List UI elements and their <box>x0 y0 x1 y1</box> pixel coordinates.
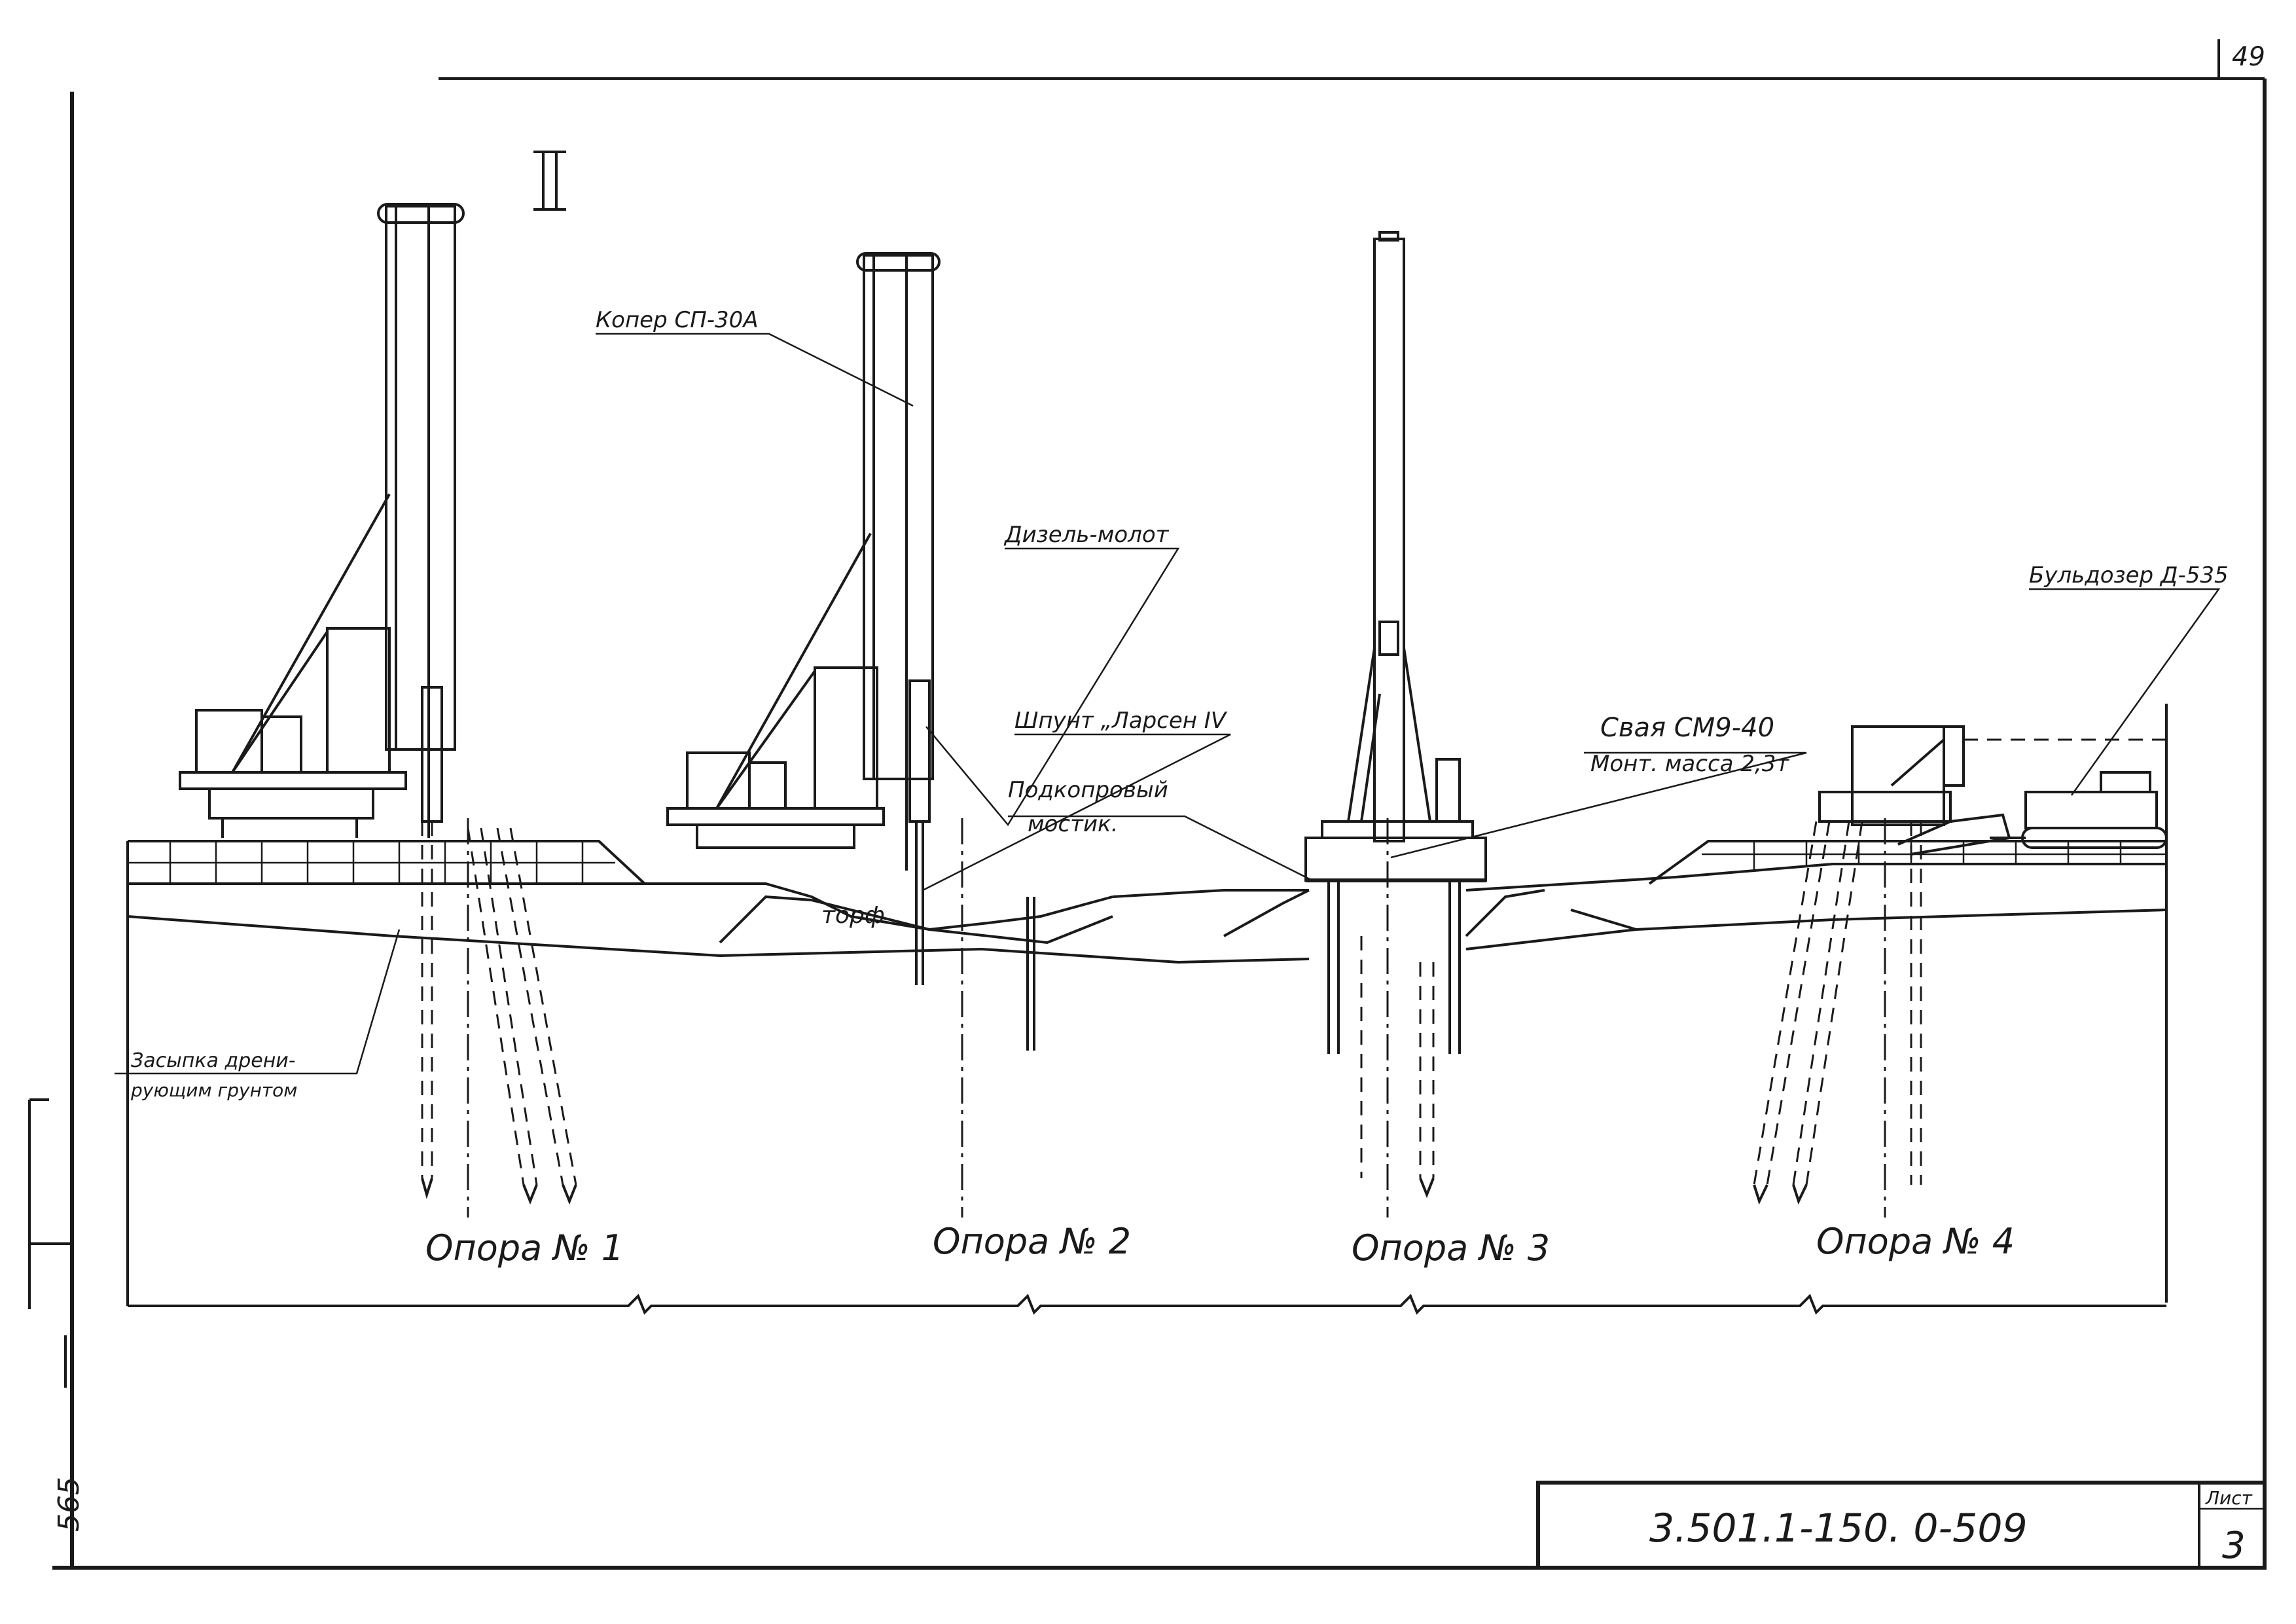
sheet-number: 3 <box>2222 1525 2246 1567</box>
page-number: 49 <box>2232 42 2265 72</box>
leader-lines <box>115 333 2221 1075</box>
label-torf: торф <box>821 902 885 929</box>
bulldozer <box>1897 771 2168 856</box>
label-mostik-1: Подкопровый <box>1008 777 1168 803</box>
support-label-2: Опора № 2 <box>933 1221 1131 1262</box>
section-mark <box>533 151 566 211</box>
label-shpunt: Шпунт „Ларсен IV <box>1014 708 1228 734</box>
label-zasypka-1: Засыпка дрени- <box>131 1049 296 1072</box>
ground-profile <box>126 704 2168 1315</box>
label-svaya-2: Монт. масса 2,3т <box>1590 751 1789 777</box>
pile-driver-3 <box>1304 231 1487 1199</box>
support-label-3: Опора № 3 <box>1352 1227 1550 1269</box>
label-diesel: Дизель-молот <box>1003 522 1170 548</box>
label-koper: Копер СП-30А <box>596 307 759 333</box>
pile-driver-4 <box>1753 725 1965 1205</box>
label-mostik-2: мостик. <box>1028 811 1118 837</box>
sheet-frame <box>28 39 2267 1570</box>
doc-code: 3.501.1-150. 0-509 <box>1649 1506 2028 1551</box>
support-axes <box>467 818 1886 1218</box>
support-label-1: Опора № 1 <box>425 1227 624 1269</box>
title-block <box>1536 1481 2267 1570</box>
pile-driver-1 <box>179 203 577 1205</box>
sheet-label: Лист <box>2205 1487 2253 1509</box>
label-bulldozer: Бульдозер Д-535 <box>2029 562 2229 588</box>
pile-driver-2 <box>666 252 1035 1051</box>
label-zasypka-2: рующим грунтом <box>130 1079 297 1101</box>
label-svaya-1: Свая СМ9-40 <box>1600 713 1774 743</box>
support-label-4: Опора № 4 <box>1816 1221 2015 1262</box>
embankment-hatch <box>128 841 2166 884</box>
margin-number: 565 <box>52 1477 86 1532</box>
